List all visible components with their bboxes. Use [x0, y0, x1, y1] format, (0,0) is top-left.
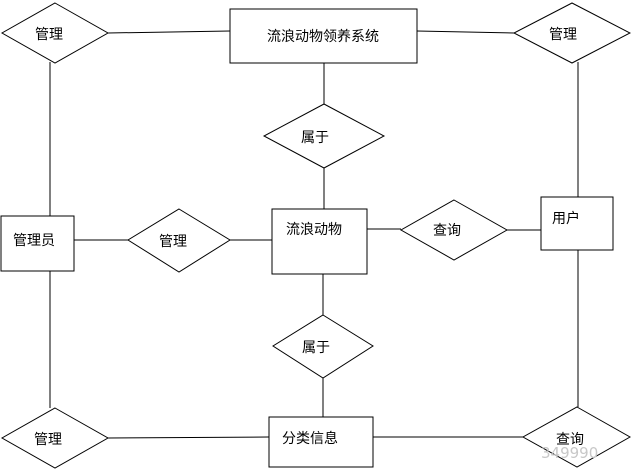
relation-manage-top-left-label: 管理 — [35, 27, 63, 43]
relation-query-middle: 查询 — [399, 199, 509, 261]
relation-belongs-top-label: 属于 — [301, 130, 329, 146]
entity-animal: 流浪动物 — [271, 208, 368, 275]
relation-query-bottom-right-label: 查询 — [556, 432, 584, 448]
entity-system-label: 流浪动物领养系统 — [267, 29, 379, 45]
relation-manage-bottom-left-label: 管理 — [34, 432, 62, 448]
relation-manage-top-right-label: 管理 — [549, 27, 577, 43]
relation-belongs-top: 属于 — [262, 103, 386, 169]
entity-category-label: 分类信息 — [282, 430, 338, 447]
relation-manage-top-right: 管理 — [512, 2, 631, 64]
entity-category: 分类信息 — [268, 416, 374, 468]
relation-manage-top-left: 管理 — [0, 2, 110, 64]
edge-system-manage-tr — [416, 30, 515, 34]
edge-manage-bl-category — [107, 436, 270, 439]
relation-query-bottom-right: 查询 — [521, 406, 631, 468]
entity-user: 用户 — [540, 196, 614, 251]
relation-manage-middle: 管理 — [127, 208, 231, 273]
relation-query-middle-label: 查询 — [433, 223, 461, 239]
relation-manage-middle-label: 管理 — [159, 234, 187, 250]
entity-admin-label: 管理员 — [13, 233, 55, 249]
connector-lines — [49, 30, 579, 439]
entity-user-label: 用户 — [552, 210, 580, 227]
relation-belongs-bottom-label: 属于 — [302, 340, 330, 356]
watermark-text: 349990 — [541, 444, 598, 462]
relation-manage-bottom-left: 管理 — [0, 407, 110, 469]
entity-system: 流浪动物领养系统 — [229, 8, 418, 64]
edge-manage-tl-system — [107, 30, 231, 34]
entity-admin: 管理员 — [0, 215, 75, 272]
entity-animal-label: 流浪动物 — [286, 222, 342, 238]
relation-belongs-bottom: 属于 — [272, 314, 374, 379]
